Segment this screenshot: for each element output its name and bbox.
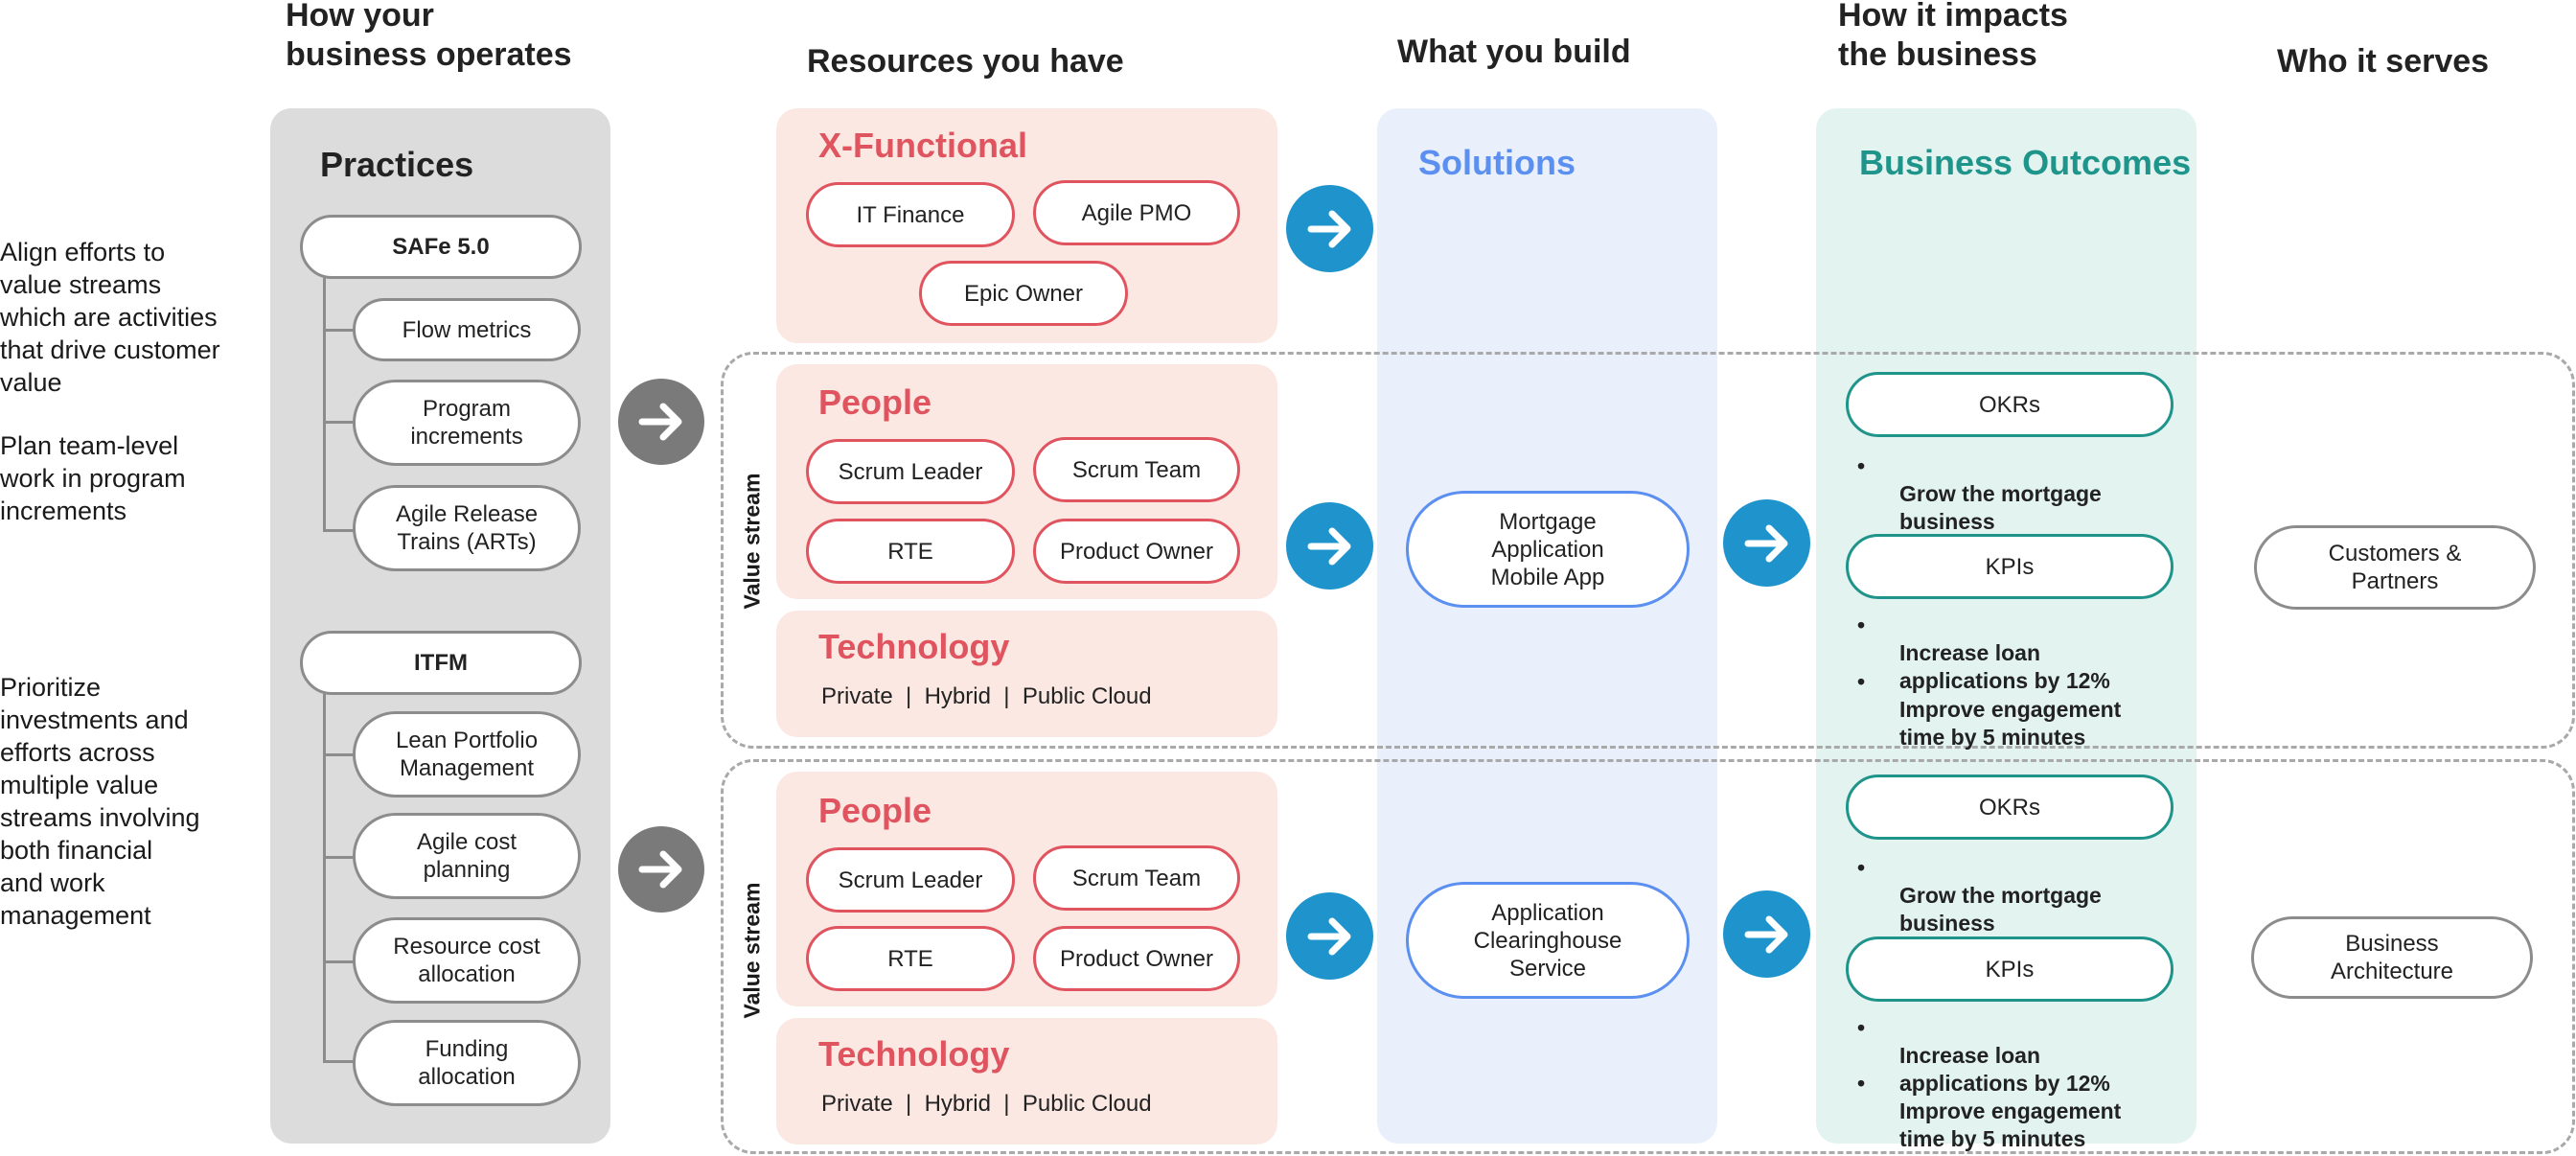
people-item: Scrum Leader [806, 847, 1015, 913]
people-title: People [818, 791, 932, 830]
itfm-tree-branch [323, 753, 355, 756]
arrow-right-icon [1286, 502, 1373, 590]
note-prioritize: Prioritize investments and efforts acros… [0, 673, 200, 930]
itfm-item: Agile cost planning [353, 813, 581, 899]
arrow-right-icon [1723, 890, 1810, 978]
people-item: Scrum Team [1033, 845, 1240, 911]
people-title: People [818, 382, 932, 422]
kpis-pill: KPIs [1846, 936, 2174, 1002]
okrs-pill: OKRs [1846, 372, 2174, 437]
itfm-item: Lean Portfolio Management [353, 711, 581, 798]
arrow-right-icon [1286, 892, 1373, 980]
itfm-label: ITFM [300, 631, 582, 695]
itfm-item: Funding allocation [353, 1020, 581, 1106]
note-align: Align efforts to value streams which are… [0, 238, 220, 397]
itfm-tree-trunk [323, 694, 326, 1062]
kpi-bullet: •Improve engagement time by 5 minutes [1857, 1071, 2122, 1151]
technology-title: Technology [818, 627, 1010, 666]
arrow-right-icon [618, 379, 704, 465]
safe-tree-branch [323, 529, 355, 532]
solutions-title: Solutions [1418, 143, 1576, 182]
people-item: Product Owner [1033, 519, 1240, 584]
solution-pill: Mortgage Application Mobile App [1406, 491, 1690, 608]
arrow-right-icon [1723, 499, 1810, 587]
safe-tree-branch [323, 329, 355, 332]
header-resources: Resources you have [807, 43, 1124, 80]
value-stream-box [721, 759, 2575, 1154]
xfunctional-item: Epic Owner [919, 261, 1128, 326]
serves-pill: Business Architecture [2251, 916, 2533, 999]
arrow-right-icon [618, 826, 704, 913]
safe-item: Agile Release Trains (ARTs) [353, 485, 581, 571]
xfunctional-title: X-Functional [818, 126, 1027, 165]
value-stream-label: Value stream [739, 473, 765, 610]
header-build: What you build [1397, 34, 1631, 70]
kpis-pill: KPIs [1846, 534, 2174, 599]
kpi-bullet: •Improve engagement time by 5 minutes [1857, 669, 2122, 750]
value-stream-box [721, 352, 2575, 749]
safe-label: SAFe 5.0 [300, 215, 582, 279]
kpi-bullet: •Increase loan applications by 12% [1857, 1015, 2110, 1096]
people-item: RTE [806, 519, 1015, 584]
people-item: RTE [806, 926, 1015, 991]
header-operates: How your business operates [286, 0, 572, 73]
okr-bullet: •Grow the mortgage business [1857, 453, 2102, 534]
safe-item: Flow metrics [353, 298, 581, 361]
serves-pill: Customers & Partners [2254, 525, 2536, 610]
okr-bullet: •Grow the mortgage business [1857, 855, 2102, 936]
people-item: Scrum Leader [806, 439, 1015, 504]
safe-tree-branch [323, 421, 355, 424]
outcomes-title: Business Outcomes [1859, 143, 2192, 182]
practices-title: Practices [320, 145, 474, 184]
technology-panel [776, 1018, 1277, 1144]
safe-tree-trunk [323, 278, 326, 532]
itfm-tree-branch [323, 960, 355, 963]
people-item: Product Owner [1033, 926, 1240, 991]
technology-options: Private | Hybrid | Public Cloud [821, 1091, 1152, 1117]
itfm-item: Resource cost allocation [353, 917, 581, 1004]
header-impacts: How it impacts the business [1838, 0, 2068, 73]
arrow-right-icon [1286, 185, 1373, 272]
safe-item: Program increments [353, 380, 581, 466]
solution-pill: Application Clearinghouse Service [1406, 882, 1690, 999]
value-stream-label: Value stream [739, 882, 765, 1019]
note-plan: Plan team-level work in program incremen… [0, 431, 186, 525]
xfunctional-item: IT Finance [806, 182, 1015, 247]
header-serves: Who it serves [2277, 43, 2490, 80]
itfm-tree-branch [323, 1060, 355, 1063]
okrs-pill: OKRs [1846, 775, 2174, 840]
people-item: Scrum Team [1033, 437, 1240, 502]
technology-panel [776, 611, 1277, 737]
technology-options: Private | Hybrid | Public Cloud [821, 683, 1152, 709]
itfm-tree-branch [323, 856, 355, 859]
kpi-bullet: •Increase loan applications by 12% [1857, 613, 2110, 693]
technology-title: Technology [818, 1034, 1010, 1074]
xfunctional-item: Agile PMO [1033, 180, 1240, 245]
